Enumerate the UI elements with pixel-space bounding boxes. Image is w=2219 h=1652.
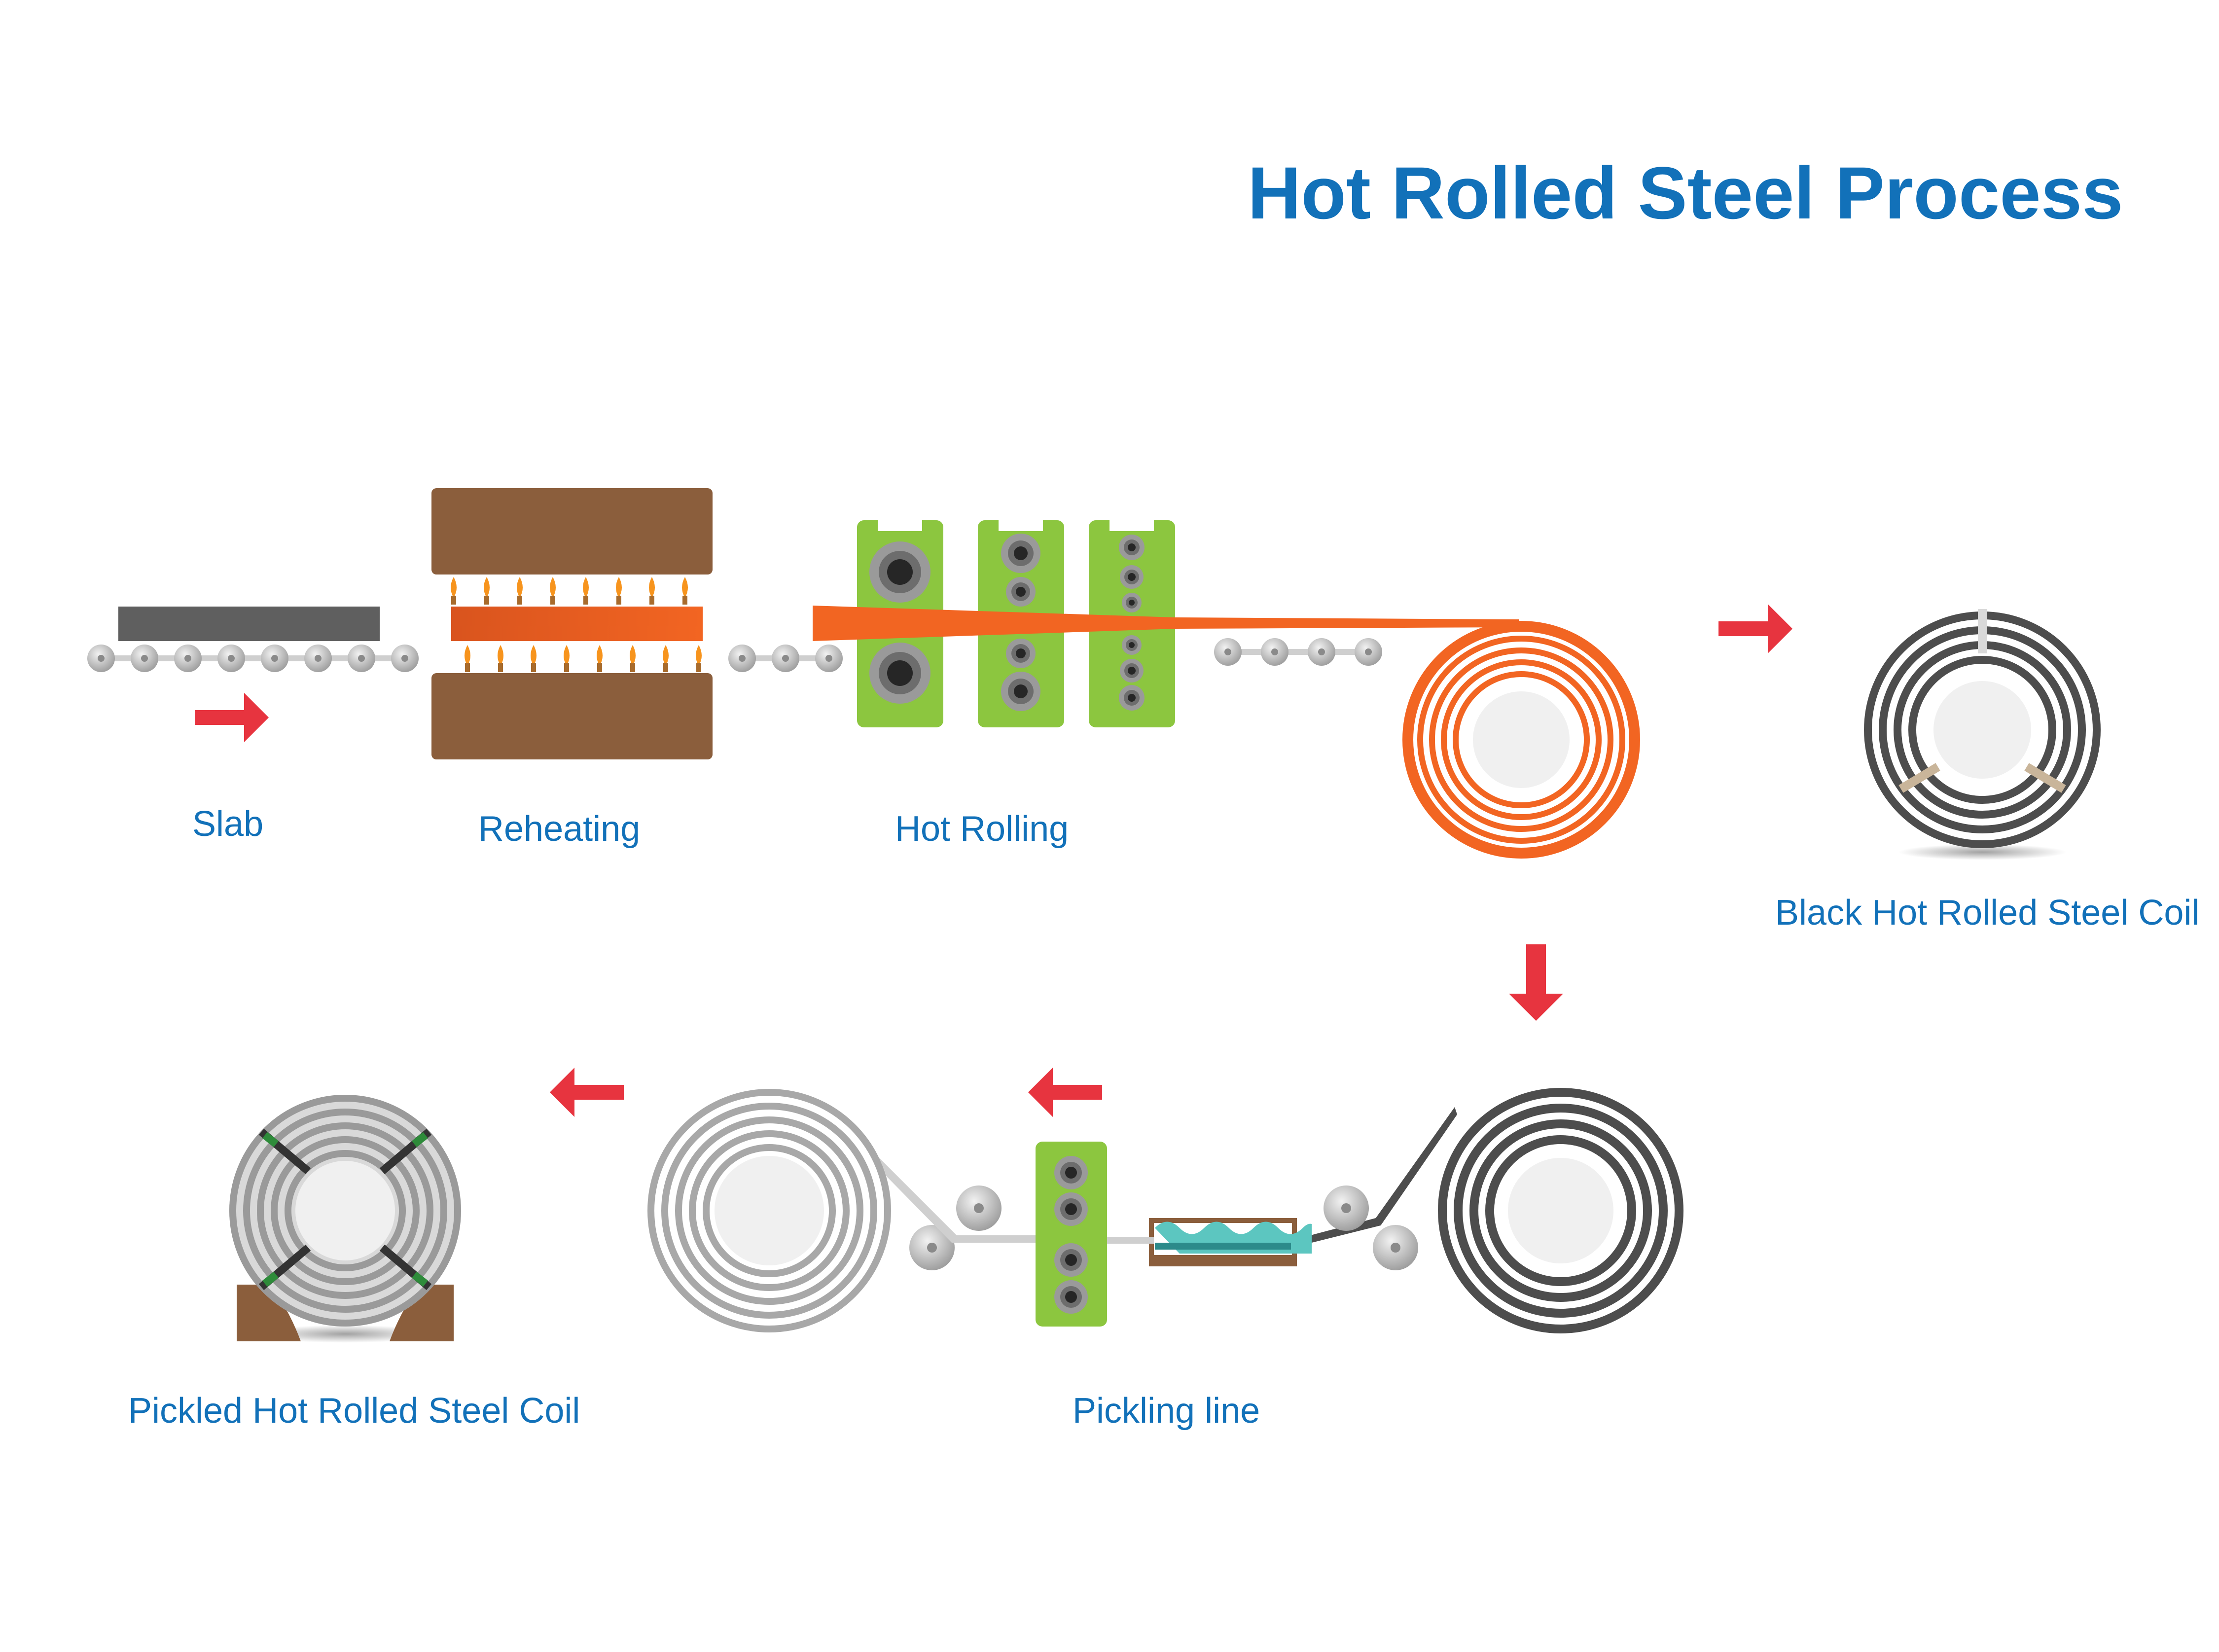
coil-ring: [1454, 1104, 1668, 1318]
arrow-right-black-coil: [1718, 604, 1792, 653]
pickling-output-coil: [647, 1089, 891, 1332]
flame: [517, 577, 523, 598]
black-coil: [1864, 609, 2101, 860]
coil-ring: [1438, 1088, 1683, 1333]
coil-ring: [675, 1116, 863, 1305]
coil-ring: [1417, 636, 1625, 844]
coil-ring: [689, 1130, 850, 1291]
runout-table-conveyor: [1214, 638, 1382, 666]
pickling-stand: [1036, 1142, 1107, 1327]
coil-core: [295, 1161, 395, 1260]
hot-rolling-label: Hot Rolling: [895, 809, 1069, 849]
arrow-down-pickling: [1509, 944, 1563, 1021]
coil-core: [1508, 1158, 1613, 1263]
arrow-left-pickling: [1028, 1068, 1102, 1117]
pickling-guide-rollers: [909, 1185, 1418, 1270]
rolling-stand-3: [1089, 520, 1175, 727]
heated-slab: [451, 607, 703, 641]
flame: [451, 577, 457, 598]
pickled-strip: [870, 1154, 1107, 1243]
slab-label: Slab: [192, 804, 264, 844]
furnace-bottom: [431, 673, 713, 759]
pickling-input-coil: [1438, 1088, 1683, 1333]
arrow-left-pickled-coil: [550, 1068, 624, 1117]
black-strip: [1292, 1107, 1457, 1248]
flame: [531, 645, 537, 666]
flame: [583, 577, 589, 598]
black-coil-label: Black Hot Rolled Steel Coil: [1775, 893, 2200, 933]
coil-core: [715, 1156, 824, 1265]
coil-ring: [1453, 671, 1590, 808]
coil-ring: [1908, 656, 2056, 804]
flame: [484, 577, 490, 598]
flame: [696, 645, 702, 666]
reheating-furnace: [431, 488, 713, 759]
coil-core: [1473, 691, 1570, 788]
flame: [597, 645, 603, 666]
coil-ring: [271, 1136, 420, 1285]
coil-ring: [285, 1150, 406, 1271]
coil-ring: [1429, 647, 1613, 832]
slab: [118, 607, 380, 641]
furnace-top: [431, 488, 713, 575]
coil-ring: [257, 1122, 433, 1299]
hot-coil: [1402, 621, 1640, 859]
slab-station: [87, 607, 419, 672]
flame: [498, 645, 503, 666]
acid-tank: [1107, 1218, 1312, 1266]
flow-arrows: [195, 604, 1792, 1117]
page-title: Hot Rolled Steel Process: [1248, 151, 2123, 234]
flame: [630, 645, 636, 666]
coil-ring: [703, 1144, 836, 1277]
hot-rolling-mill: [813, 520, 1519, 727]
pickling-line-label: Pickling line: [1073, 1391, 1260, 1431]
flame: [663, 645, 669, 666]
reheating-label: Reheating: [478, 809, 641, 849]
coil-ring: [229, 1095, 461, 1327]
furnace-exit-conveyor: [728, 645, 843, 672]
hot-strip: [813, 606, 1519, 641]
flame: [682, 577, 688, 598]
coil-ring: [647, 1089, 891, 1332]
slab-conveyor: [87, 645, 419, 672]
arrow-right-slab: [195, 693, 269, 742]
coil-core: [1933, 681, 2031, 779]
flame: [550, 577, 556, 598]
coil-ring: [1441, 659, 1602, 820]
flame: [564, 645, 570, 666]
saddle-right: [390, 1285, 454, 1341]
coil-ring: [1469, 1119, 1652, 1302]
saddle-left: [237, 1285, 301, 1341]
pickled-coil-label: Pickled Hot Rolled Steel Coil: [128, 1391, 580, 1431]
coil-ring: [661, 1103, 877, 1319]
coil-ring: [1485, 1135, 1636, 1286]
flame: [616, 577, 622, 598]
burner-flames: [451, 577, 702, 672]
flame: [465, 645, 470, 666]
coil-ring: [243, 1109, 447, 1313]
flame: [649, 577, 655, 598]
pickled-coil-final: [229, 1095, 461, 1343]
